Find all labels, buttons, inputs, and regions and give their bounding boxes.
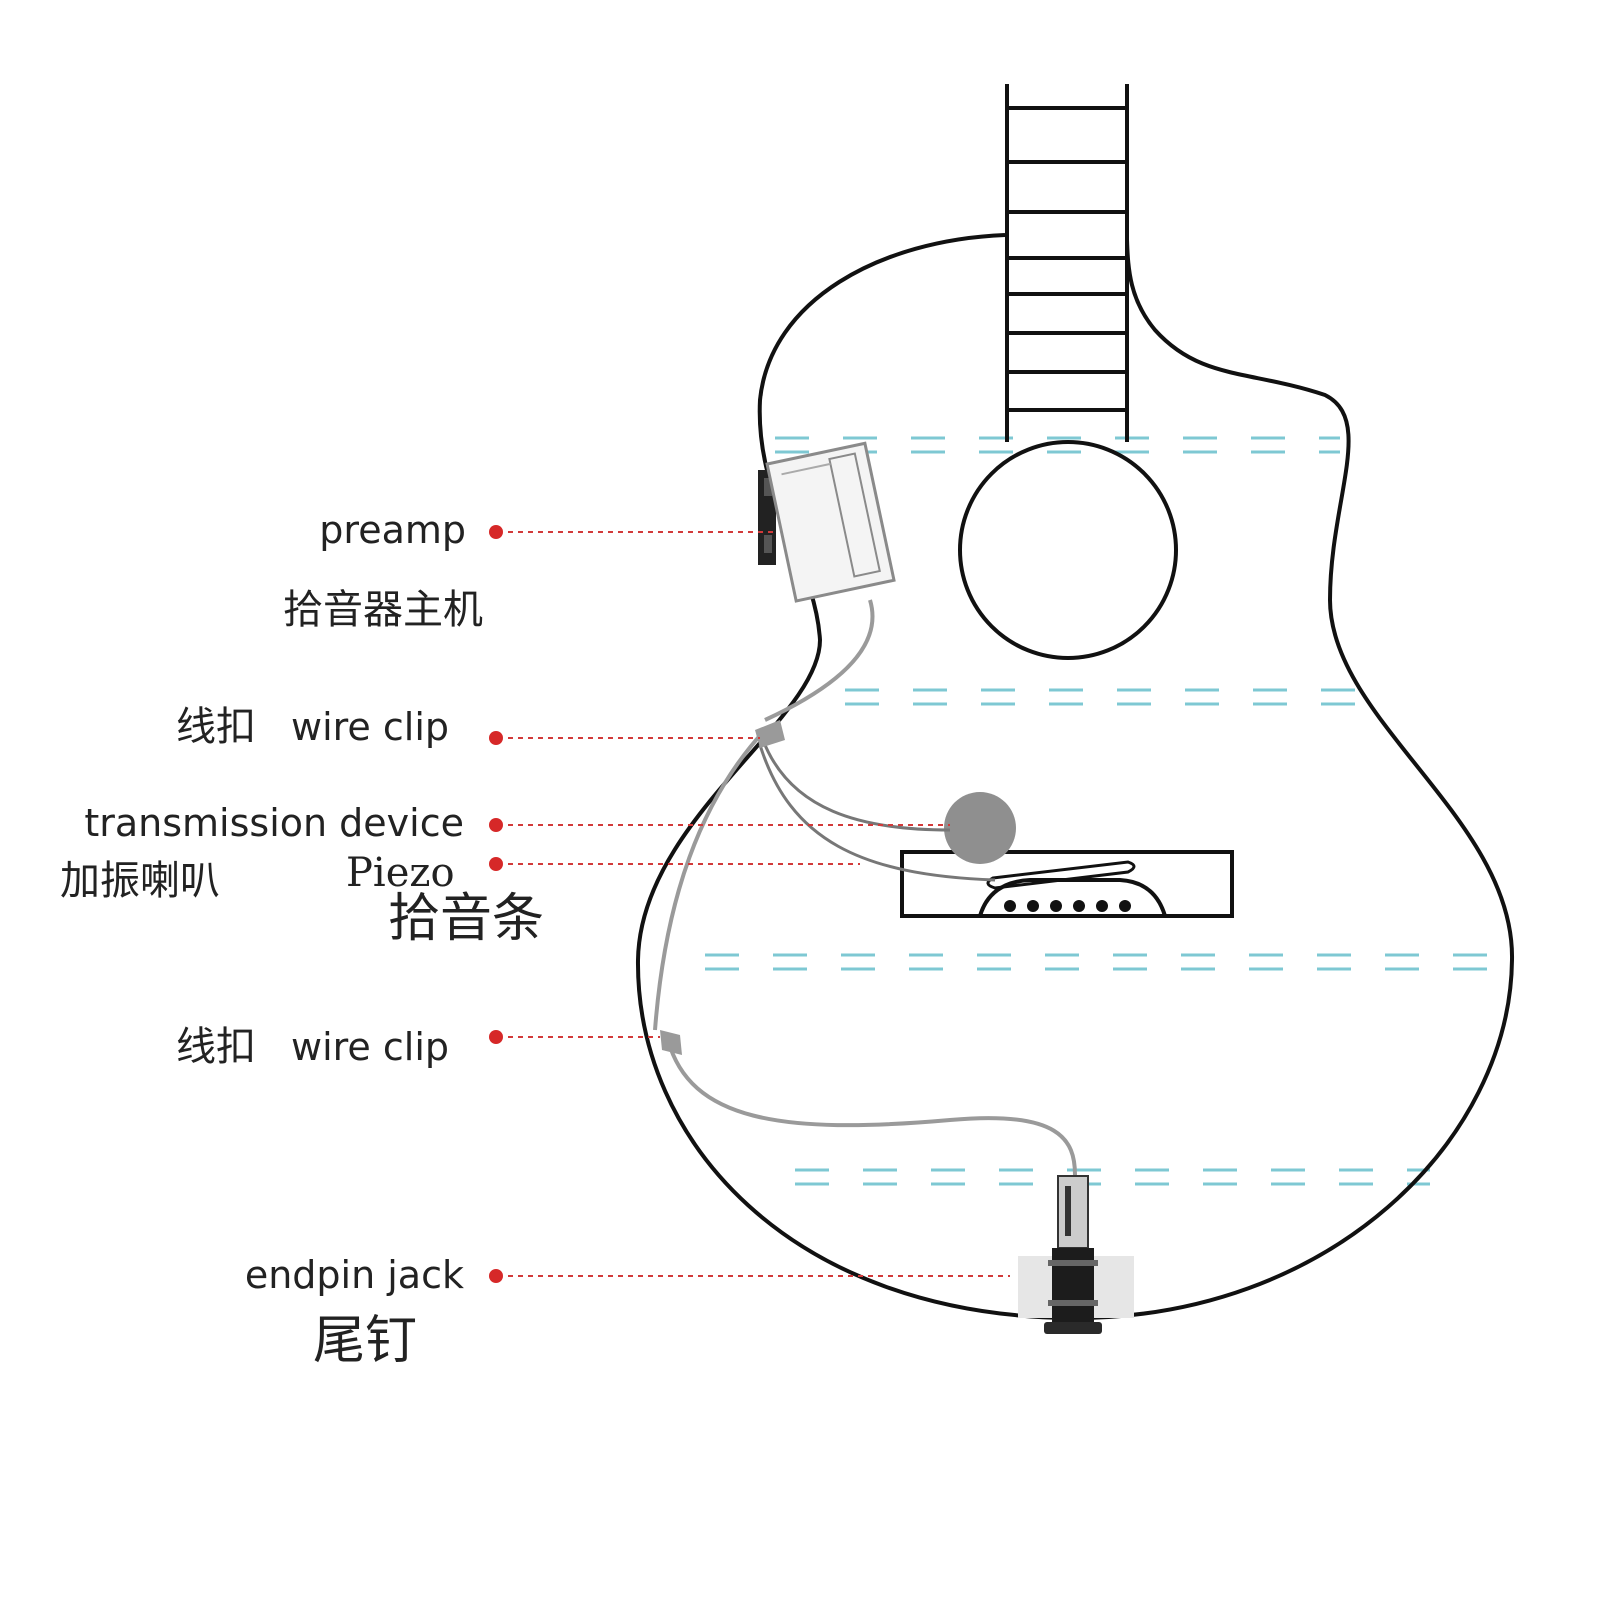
endpin-dot [489, 1269, 503, 1283]
transmission-device-zh-label: 加振喇叭 [60, 858, 220, 904]
guide-lines [705, 436, 1505, 1186]
guitar-neck [1005, 84, 1129, 442]
saddle [986, 860, 1136, 890]
transducer-disc [944, 792, 1016, 864]
endpin-jack-label: endpin jack [245, 1253, 464, 1297]
wire-clip-top-dot [489, 731, 503, 745]
preamp-label: preamp [319, 508, 466, 552]
piezo-zh-label: 拾音条 [388, 889, 544, 949]
endpin-jack-zh-label: 尾钉 [313, 1311, 417, 1371]
wire-clip-bottom-zh-label: 线扣 [176, 1024, 256, 1070]
bridge-pins [1004, 900, 1131, 912]
transmission-device-label: transmission device [84, 801, 464, 845]
piezo-dot [489, 857, 503, 871]
wire-clip-bottom-shape [660, 1030, 682, 1055]
wire-clip-top-label: wire clip [291, 705, 449, 749]
leader-lines [508, 531, 1010, 1277]
endpin-jack [1018, 1175, 1134, 1334]
preamp-dot [489, 525, 503, 539]
labels: preamp 拾音器主机 线扣 wire clip transmission d… [60, 508, 544, 1371]
wire-clip-top-zh-label: 线扣 [176, 704, 256, 750]
bridge [900, 850, 1234, 918]
wire-clip-top-shape [755, 720, 785, 748]
preamp-unit [758, 441, 896, 603]
sound-hole [958, 440, 1178, 660]
wiring [653, 599, 1077, 1176]
guitar-body-outline [635, 233, 1515, 1321]
piezo-label: Piezo [346, 850, 455, 896]
transmission-dot [489, 818, 503, 832]
wire-clip-bottom-dot [489, 1030, 503, 1044]
label-dots [489, 525, 503, 1283]
wire-clip-bottom-label: wire clip [291, 1025, 449, 1069]
preamp-zh-label: 拾音器主机 [283, 587, 483, 633]
